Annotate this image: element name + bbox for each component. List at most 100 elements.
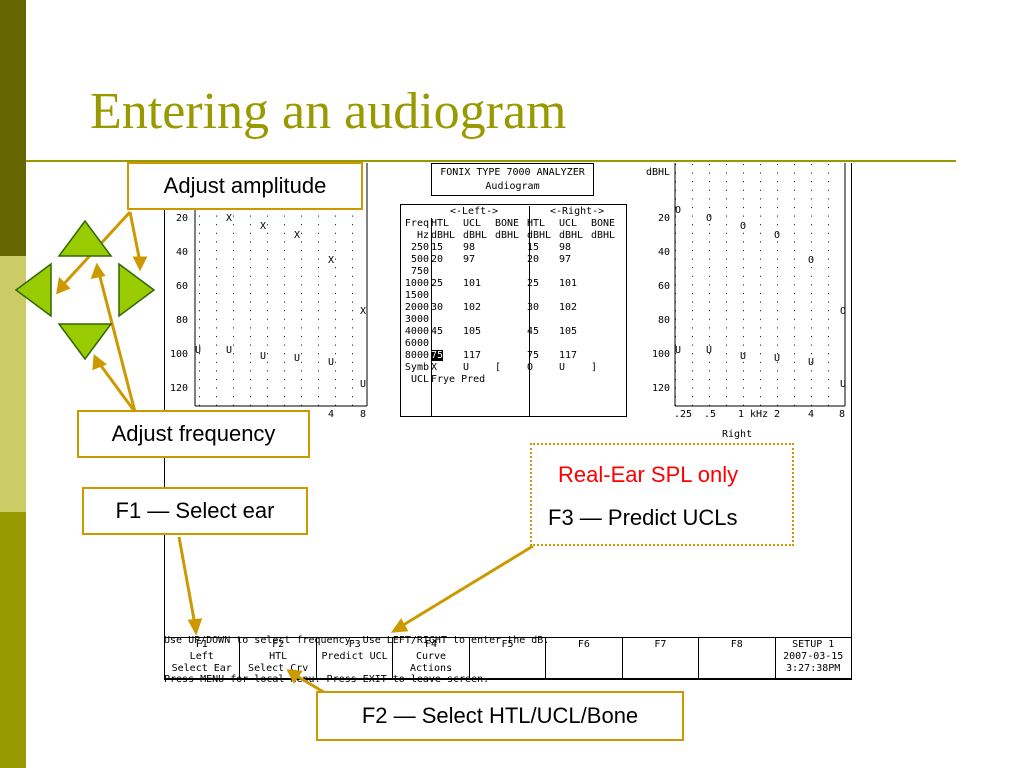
right-ucl-cell[interactable] (558, 290, 590, 302)
right-ucl-cell[interactable] (558, 314, 590, 326)
right-bone-cell[interactable] (590, 242, 622, 254)
left-ucl-cell[interactable] (462, 266, 494, 278)
up-arrow-icon[interactable] (57, 219, 113, 257)
right-bone-cell[interactable] (590, 278, 622, 290)
down-arrow-icon[interactable] (57, 323, 113, 361)
left-ucl-cell[interactable] (462, 290, 494, 302)
right-bone-cell[interactable] (590, 254, 622, 266)
table-row[interactable]: 500 20 97 20 97 (400, 254, 622, 266)
right-bone-cell[interactable] (590, 290, 622, 302)
right-bone-cell[interactable] (590, 266, 622, 278)
right-htl-cell[interactable] (526, 338, 558, 350)
selected-value-highlight[interactable]: 75 (431, 350, 444, 361)
left-ucl-cell[interactable]: 105 (463, 326, 482, 337)
setup-status[interactable]: SETUP 1 2007-03-15 3:27:38PM (776, 638, 851, 678)
right-ucl-cell[interactable]: 105 (559, 326, 578, 337)
left-htl-cell[interactable]: 20 (431, 254, 444, 265)
right-ucl-cell[interactable]: 117 (559, 350, 578, 361)
right-htl-cell[interactable]: 45 (527, 326, 540, 337)
f6-key[interactable]: F6 (546, 638, 623, 678)
left-bone-cell[interactable] (494, 290, 526, 302)
table-row[interactable]: 2000 30 102 30 102 (400, 302, 622, 314)
right-htl-cell[interactable] (526, 290, 558, 302)
right-x-tick: 4 (808, 409, 814, 420)
right-htl-cell[interactable] (526, 314, 558, 326)
right-htl-symbol: O (840, 306, 846, 317)
left-htl-cell[interactable] (430, 290, 462, 302)
f7-key[interactable]: F7 (623, 638, 700, 678)
right-htl-cell[interactable]: 75 (527, 350, 540, 361)
f5-key[interactable]: F5 (470, 638, 547, 678)
left-htl-cell[interactable]: 15 (431, 242, 444, 253)
left-htl-symbol: X (328, 255, 334, 266)
left-bone-cell[interactable] (494, 326, 526, 338)
f3-predict-ucl-key[interactable]: F3 Predict UCL (317, 638, 394, 678)
right-ucl-cell[interactable]: 102 (559, 302, 578, 313)
left-ucl-cell[interactable]: 117 (463, 350, 482, 361)
right-bone-cell[interactable] (590, 350, 622, 362)
freq-cell: 8000 (404, 350, 429, 361)
right-ucl-cell[interactable]: 98 (559, 242, 572, 253)
right-bone-cell[interactable] (590, 326, 622, 338)
left-ucl-cell[interactable] (462, 338, 494, 350)
left-bone-cell[interactable] (494, 242, 526, 254)
left-htl-cell-selected[interactable]: 75 (430, 350, 462, 362)
right-htl-cell[interactable]: 15 (527, 242, 540, 253)
fkey-label: F4 (425, 639, 438, 650)
right-bone-cell[interactable] (590, 338, 622, 350)
left-bone-cell[interactable] (494, 350, 526, 362)
table-row[interactable]: 750 (400, 266, 622, 278)
left-ucl-cell[interactable] (462, 314, 494, 326)
right-ucl-cell[interactable]: 101 (559, 278, 578, 289)
fkey-label: F5 (501, 639, 514, 650)
table-row[interactable]: 4000 45 105 45 105 (400, 326, 622, 338)
left-bone-cell[interactable] (494, 278, 526, 290)
left-htl-cell[interactable] (430, 266, 462, 278)
right-ucl-symbol: U (808, 357, 814, 368)
f2-select-curve-key[interactable]: F2 HTL Select Crv (240, 638, 317, 678)
left-htl-cell[interactable] (430, 314, 462, 326)
f4-curve-actions-key[interactable]: F4 Curve Actions (393, 638, 470, 678)
f1-select-ear-callout: F1 — Select ear (82, 487, 308, 535)
left-htl-cell[interactable]: 45 (431, 326, 444, 337)
left-htl-cell[interactable]: 25 (431, 278, 444, 289)
f1-select-ear-key[interactable]: F1 Left Select Ear (164, 638, 241, 678)
table-unit-cell: dBHL (431, 230, 456, 241)
left-ucl-cell[interactable]: 98 (463, 242, 476, 253)
right-bone-cell[interactable] (590, 314, 622, 326)
right-ucl-cell[interactable]: 97 (559, 254, 572, 265)
right-y-tick: 80 (658, 315, 670, 326)
left-bone-cell[interactable] (494, 254, 526, 266)
right-ear-label: Right (722, 429, 752, 440)
f8-key[interactable]: F8 (699, 638, 776, 678)
left-htl-cell[interactable] (430, 338, 462, 350)
left-ucl-symbol: U (195, 345, 201, 356)
left-bone-cell[interactable] (494, 338, 526, 350)
right-y-tick: 60 (658, 281, 670, 292)
table-row[interactable]: 8000 75 117 75 117 (400, 350, 622, 362)
table-row[interactable]: 1000 25 101 25 101 (400, 278, 622, 290)
right-ucl-symbol: U (774, 353, 780, 364)
left-ucl-cell[interactable]: 101 (463, 278, 482, 289)
right-ucl-cell[interactable] (558, 338, 590, 350)
right-htl-cell[interactable]: 30 (527, 302, 540, 313)
table-row[interactable]: 1500 (400, 290, 622, 302)
right-arrow-icon[interactable] (118, 262, 156, 318)
left-bone-cell[interactable] (494, 266, 526, 278)
left-ucl-cell[interactable]: 97 (463, 254, 476, 265)
table-unit-cell: dBHL (559, 230, 584, 241)
right-htl-cell[interactable]: 20 (527, 254, 540, 265)
left-ucl-cell[interactable]: 102 (463, 302, 482, 313)
left-bone-cell[interactable] (494, 314, 526, 326)
right-htl-cell[interactable] (526, 266, 558, 278)
table-header-cell: BONE (591, 218, 616, 229)
freq-cell: 250 (410, 242, 429, 253)
table-row[interactable]: 6000 (400, 338, 622, 350)
left-bone-cell[interactable] (494, 302, 526, 314)
right-bone-cell[interactable] (590, 302, 622, 314)
table-row[interactable]: 250 15 98 15 98 (400, 242, 622, 254)
right-ucl-cell[interactable] (558, 266, 590, 278)
left-htl-cell[interactable]: 30 (431, 302, 444, 313)
table-row[interactable]: 3000 (400, 314, 622, 326)
right-htl-cell[interactable]: 25 (527, 278, 540, 289)
